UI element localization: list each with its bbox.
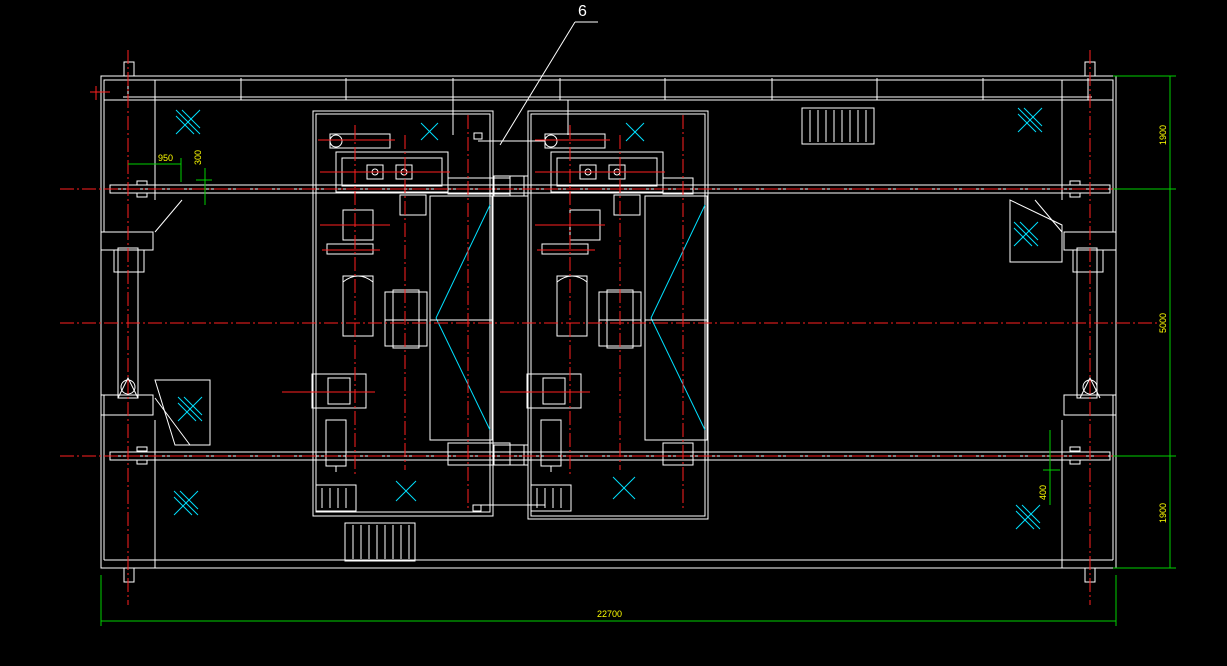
vent-grille-top xyxy=(801,107,875,145)
dimension-right-chain: 1900 5000 1900 xyxy=(1113,75,1176,569)
dim-right-bottom-text: 1900 xyxy=(1158,503,1168,523)
dim-right-top-text: 1900 xyxy=(1158,125,1168,145)
link-rods xyxy=(452,100,569,512)
cross-hatch-marks xyxy=(173,107,1043,530)
dimension-300: 300 xyxy=(193,150,212,205)
centerlines xyxy=(60,50,1160,605)
trolley-left xyxy=(311,110,525,517)
dim-right-mid-text: 5000 xyxy=(1158,313,1168,333)
callout-leader: 6 xyxy=(499,3,598,146)
dim-total-text: 22700 xyxy=(597,609,622,619)
dim-300-text: 300 xyxy=(193,150,203,165)
dimension-950: 950 xyxy=(128,153,182,182)
dimension-400: 400 xyxy=(1038,430,1060,505)
vent-grille-bottom xyxy=(344,522,416,562)
dim-400-text: 400 xyxy=(1038,485,1048,500)
dim-950-text: 950 xyxy=(158,153,173,163)
callout-label: 6 xyxy=(578,3,587,20)
dimension-total: 22700 xyxy=(100,575,1117,626)
